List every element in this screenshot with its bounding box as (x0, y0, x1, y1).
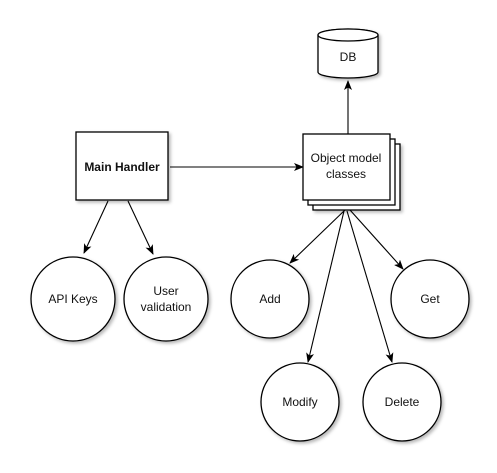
db-cylinder-top (317, 28, 379, 42)
get-circle (390, 259, 470, 339)
user-validation-node (123, 256, 209, 342)
edge-main-to-user-validation (127, 200, 154, 255)
user-validation-label-line2: validation (141, 300, 192, 314)
delete-node (362, 362, 442, 442)
main-handler-node (75, 131, 169, 201)
object-model-node (302, 133, 401, 211)
object-model-label-line2: classes (326, 167, 366, 181)
edge-object-model-to-delete (346, 210, 394, 363)
object-model-label-line1: Object model (311, 151, 382, 165)
edge-object-model-to-get (349, 209, 404, 270)
main-handler-box (75, 131, 169, 201)
api-keys-node (30, 256, 116, 342)
modify-label: Modify (282, 395, 317, 409)
user-validation-circle (123, 256, 209, 342)
object-model-stack-front (302, 133, 391, 201)
edge-object-model-to-add (289, 209, 346, 264)
get-label: Get (420, 292, 440, 306)
edges (83, 80, 404, 363)
add-circle (230, 259, 310, 339)
db-label: DB (340, 50, 357, 64)
user-validation-label-line1: User (153, 284, 178, 298)
api-keys-circle (30, 256, 116, 342)
api-keys-label: API Keys (48, 292, 97, 306)
db-node (317, 28, 379, 79)
edge-object-model-to-modify (306, 210, 345, 363)
edge-main-to-api-keys (83, 200, 109, 254)
delete-circle (362, 362, 442, 442)
modify-node (260, 362, 340, 442)
add-label: Add (259, 292, 280, 306)
get-node (390, 259, 470, 339)
main-handler-label: Main Handler (84, 160, 160, 174)
modify-circle (260, 362, 340, 442)
add-node (230, 259, 310, 339)
delete-label: Delete (385, 395, 420, 409)
